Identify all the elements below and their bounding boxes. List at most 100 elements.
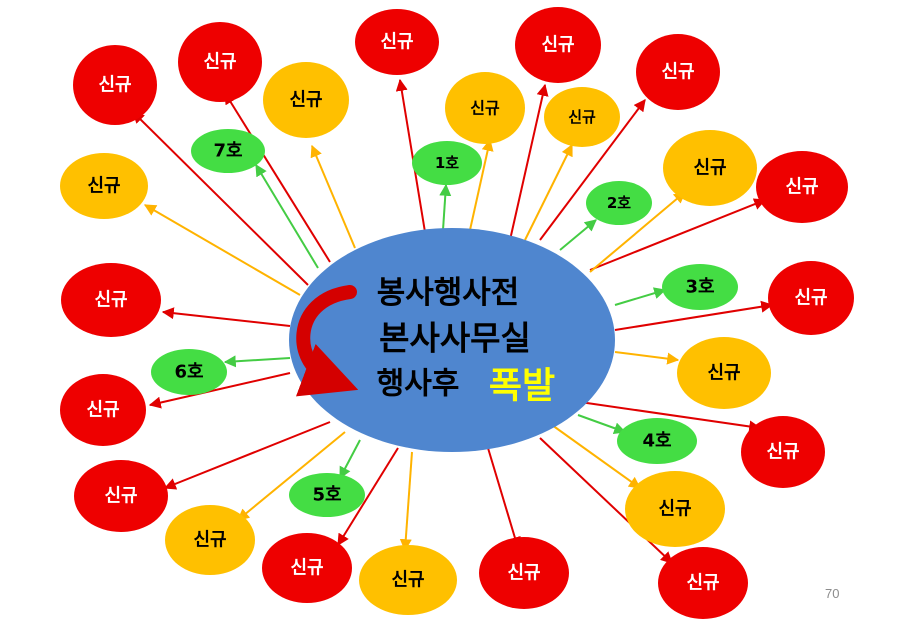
curved-red-arrow	[295, 285, 359, 397]
center-line-1: 봉사행사전	[377, 275, 520, 311]
new-node-red: 신규	[262, 533, 352, 603]
arrow-to-new-lower-left	[148, 372, 291, 409]
svg-text:신규: 신규	[568, 108, 596, 126]
node-ho2: 2호	[586, 181, 652, 225]
new-node-red: 신규	[355, 9, 439, 75]
new-node-orange: 신규	[359, 545, 457, 615]
arrow-to-new-right	[614, 300, 774, 331]
arrow-to-new-top-right	[539, 99, 646, 241]
svg-text:신규: 신규	[658, 499, 691, 520]
svg-text:1호: 1호	[435, 154, 459, 172]
new-node-orange: 신규	[165, 505, 255, 575]
svg-text:신규: 신규	[785, 177, 818, 198]
arrow-to-orange-right	[614, 351, 680, 365]
svg-text:신규: 신규	[693, 158, 726, 179]
arrow-to-orange-bottom-left	[237, 431, 346, 521]
arrow-to-new-top-center-right	[509, 83, 549, 241]
node-ho1: 1호	[412, 141, 482, 185]
arrow-to-ho6	[223, 355, 291, 368]
arrow-to-new-top-left	[224, 91, 331, 263]
new-node-red: 신규	[658, 547, 748, 619]
svg-text:신규: 신규	[707, 363, 740, 384]
page-number: 70	[825, 586, 840, 601]
svg-text:신규: 신규	[94, 290, 127, 311]
center-node: 봉사행사전 본사사무실 행사후 폭발	[289, 228, 615, 452]
new-node-red: 신규	[636, 34, 720, 110]
arrow-to-new-right-upper	[589, 198, 767, 271]
arrow-to-new-bottom-mid	[487, 447, 521, 550]
arrow-to-ho4	[577, 414, 627, 434]
svg-text:4호: 4호	[642, 431, 671, 452]
svg-text:신규: 신규	[541, 35, 574, 56]
svg-text:신규: 신규	[766, 442, 799, 463]
svg-text:신규: 신규	[98, 75, 131, 96]
new-node-red: 신규	[756, 151, 848, 223]
svg-text:신규: 신규	[290, 558, 323, 579]
arrow-to-orange-right-lower	[544, 419, 641, 489]
arrow-to-ho7	[255, 163, 319, 269]
arrow-to-new-right-lower	[579, 401, 762, 433]
red-nodes: 신규 신규 신규 신규 신규 신규 신규 신규 신규 신규 신규 신규 신규 신…	[60, 7, 854, 619]
svg-text:신규: 신규	[86, 400, 119, 421]
svg-text:2호: 2호	[607, 194, 631, 212]
arrow-to-orange-top-left	[310, 144, 356, 249]
arrow-to-new-upper-left	[132, 111, 309, 286]
arrow-to-new-bottom-right	[539, 437, 673, 564]
new-node-red: 신규	[741, 416, 825, 488]
svg-text:5호: 5호	[312, 485, 341, 506]
arrow-to-ho3	[614, 287, 667, 306]
svg-text:6호: 6호	[174, 362, 203, 383]
arrow-to-orange-bottom	[399, 451, 413, 552]
svg-text:신규: 신규	[203, 52, 236, 73]
orange-nodes: 신규 신규 신규 신규 신규 신규 신규 신규 신규	[60, 62, 771, 615]
new-node-red: 신규	[178, 22, 262, 102]
svg-text:신규: 신규	[193, 530, 226, 551]
new-node-orange: 신규	[677, 337, 771, 409]
center-explosion-text: 폭발	[489, 366, 555, 407]
arrow-to-orange-left	[143, 204, 301, 296]
arrow-to-new-mid-left	[161, 307, 291, 327]
new-node-orange: 신규	[663, 130, 757, 206]
node-ho6: 6호	[151, 349, 227, 395]
center-line-3-prefix: 행사후	[377, 367, 460, 402]
new-node-red: 신규	[60, 374, 146, 446]
arrow-to-new-top-center	[395, 78, 426, 233]
new-node-red: 신규	[73, 45, 157, 125]
green-nodes: 7호 1호 2호 3호 6호 4호 5호	[151, 129, 738, 517]
svg-text:신규: 신규	[661, 62, 694, 83]
new-node-orange: 신규	[445, 72, 525, 144]
arrow-to-ho2	[559, 219, 597, 251]
svg-text:신규: 신규	[686, 573, 719, 594]
new-node-red: 신규	[74, 460, 168, 532]
new-node-red: 신규	[61, 263, 161, 337]
node-ho7: 7호	[191, 129, 265, 173]
svg-text:3호: 3호	[685, 277, 714, 298]
node-ho4: 4호	[617, 418, 697, 464]
node-ho3: 3호	[662, 264, 738, 310]
arrow-to-orange-right-upper	[589, 191, 686, 273]
arrow-to-orange-top-right	[524, 143, 573, 241]
new-node-orange: 신규	[60, 153, 148, 219]
svg-text:신규: 신규	[104, 486, 137, 507]
arrows	[132, 78, 774, 564]
new-node-orange: 신규	[263, 62, 349, 138]
svg-text:신규: 신규	[289, 90, 322, 111]
new-node-red: 신규	[768, 261, 854, 335]
new-node-red: 신규	[515, 7, 601, 83]
new-node-orange: 신규	[544, 87, 620, 147]
arrow-to-new-bottom-left	[163, 421, 331, 490]
arrow-to-new-bottom-mid-left	[337, 447, 399, 547]
node-ho5: 5호	[289, 473, 365, 517]
center-line-2: 본사사무실	[379, 319, 531, 358]
svg-text:신규: 신규	[470, 99, 500, 118]
center-ellipse	[289, 228, 615, 452]
arrow-to-ho1	[439, 183, 452, 231]
arrow-to-orange-top	[469, 138, 494, 231]
new-node-red: 신규	[479, 537, 569, 609]
svg-text:신규: 신규	[507, 563, 540, 584]
svg-text:신규: 신규	[391, 570, 424, 591]
arrow-to-ho5	[339, 439, 361, 480]
svg-text:신규: 신규	[87, 176, 120, 197]
svg-text:신규: 신규	[380, 32, 413, 53]
